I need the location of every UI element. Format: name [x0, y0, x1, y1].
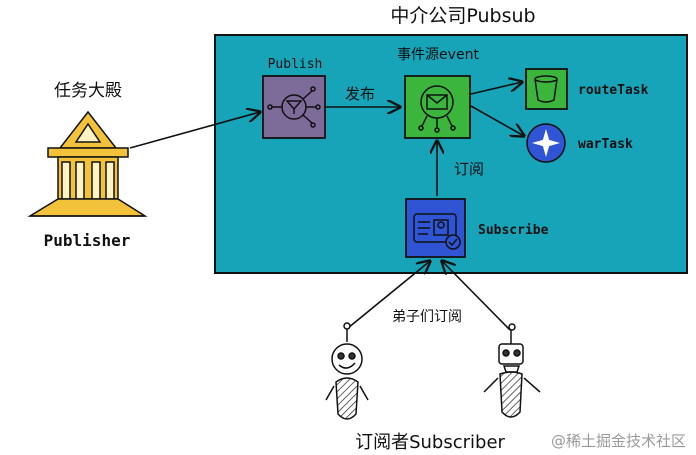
node-event: 事件源event — [397, 47, 479, 139]
publisher-temple: 任务大殿 Publisher — [27, 81, 148, 250]
node-publish: Publish — [262, 57, 326, 139]
route-task-label: routeTask — [578, 83, 649, 98]
temple-label: 任务大殿 — [54, 81, 122, 101]
subscriber-figure-left — [325, 322, 369, 420]
route-task-box — [525, 68, 568, 110]
node-subscribe: Subscribe — [405, 198, 549, 258]
compass-icon — [532, 129, 560, 157]
publish-label: Publish — [268, 57, 323, 72]
edge-subscribe-label: 订阅 — [454, 160, 484, 178]
subscribe-label: Subscribe — [478, 223, 549, 238]
node-war-task: warTask — [526, 123, 633, 163]
subscribers-label: 订阅者Subscriber — [355, 432, 505, 453]
event-label: 事件源event — [397, 47, 479, 63]
subscriber-figure-right — [483, 323, 541, 418]
edge-disciples-label: 弟子们订阅 — [392, 309, 462, 325]
node-route-task: routeTask — [525, 68, 649, 110]
temple-icon — [27, 110, 148, 217]
war-task-label: warTask — [578, 137, 633, 152]
watermark: @稀土掘金技术社区 — [551, 432, 686, 450]
diagram-title: 中介公司Pubsub — [390, 5, 535, 27]
edge-event-to-wartask — [470, 105, 524, 136]
edge-subscriber-left — [347, 261, 430, 329]
publish-hub-icon — [267, 86, 321, 128]
envelope-icon — [418, 85, 456, 133]
publisher-label: Publisher — [44, 231, 131, 250]
bucket-icon — [534, 75, 558, 103]
edge-subscriber-right — [442, 261, 511, 331]
id-card-icon — [413, 213, 461, 250]
edge-publish-label: 发布 — [345, 85, 375, 103]
edge-event-to-routetask — [470, 82, 522, 95]
edge-publisher-to-publish — [129, 112, 260, 149]
